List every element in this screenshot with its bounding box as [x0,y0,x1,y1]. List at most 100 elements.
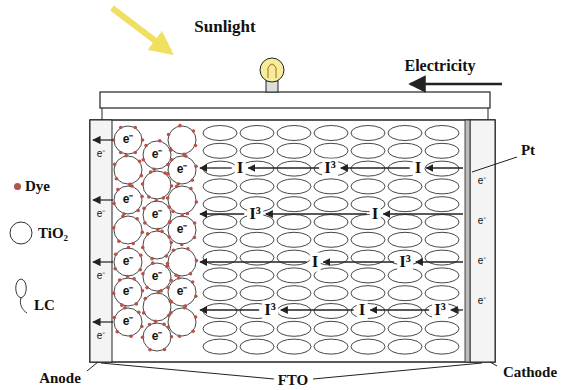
dye-dot [166,172,170,176]
tio2-particle [143,323,171,351]
ion-arrow [281,309,354,310]
electron-label: e⁻ [478,215,487,226]
lc-molecule [388,286,422,301]
leader-line [490,362,497,366]
lc-molecule [203,268,237,283]
dye-dot [177,276,181,280]
dye-dot [167,314,171,318]
ion-arrow [383,213,463,214]
dye-dot [141,246,145,250]
dye-dot [195,200,199,204]
dye-dot [183,306,187,310]
dye-dot [112,291,116,295]
dye-dot [148,348,152,352]
dye-dot [127,246,131,250]
lc-molecule [277,197,311,212]
sunlight-arrow [112,8,170,52]
dye-dot [184,154,188,158]
dye-dot [151,261,155,265]
dye-dot [126,275,130,279]
dye-dot [141,335,145,339]
lc-molecule [351,232,385,247]
lc-molecule [425,321,459,336]
lc-molecule [203,197,237,212]
leader-line [101,363,274,379]
part-name: Anode [39,370,81,387]
dye-dot [121,215,125,219]
ion-arrow [416,261,463,262]
dye-dot [124,154,128,158]
current-arrow [410,83,502,86]
dye-dot [148,323,152,327]
electron-label: e⁻ [123,315,134,328]
lc-molecule [388,215,422,230]
lc-molecule [351,179,385,194]
circuit-bar [100,92,490,108]
dye-dot [114,253,118,257]
dye-dot [115,177,119,181]
lc-molecule [314,232,348,247]
lc-molecule [425,232,459,247]
ion-label: I³ [397,253,413,272]
electron-label: e⁻ [152,330,163,343]
dye-dot [138,268,142,272]
lc-molecule [240,143,274,158]
lc-molecule [351,250,385,265]
dye-dot [194,144,198,148]
dye-dot [162,323,166,327]
tio2-particle [114,248,142,276]
lc-molecule [240,321,274,336]
part-name: Cathode [503,364,557,381]
dye-dot [168,235,172,239]
dye-dot [168,220,172,224]
ion-arrow [200,261,307,262]
tio2-particle [143,231,171,259]
dye-dot [174,273,178,277]
electron-label: e⁻ [97,330,106,341]
dye-dot [166,196,170,200]
lc-molecule [240,339,274,354]
leader-line [313,363,482,379]
leader-line [87,362,98,371]
dye-dot [138,159,142,163]
lc-molecule [351,268,385,283]
ion-label: I [370,205,381,224]
lc-molecule [388,197,422,212]
legend-item: Dye [14,178,50,195]
dye-dot [189,272,193,276]
ion-arrow [248,167,319,168]
dye-dot [136,209,140,213]
ion-arrow [370,309,429,310]
lc-molecule [351,126,385,141]
lc-molecule [388,143,422,158]
lc-molecule [277,215,311,230]
dye-dot [165,254,169,258]
dye-dot [156,228,160,232]
lc-molecule [388,321,422,336]
figure-title: Sunlight [194,18,255,37]
electron-label: e⁻ [152,148,163,161]
lc-molecule [203,250,237,265]
dye-dot [166,286,170,290]
ion-arrow [451,309,463,310]
ion-label: I³ [322,159,338,178]
dye-dot [157,291,161,295]
electron-label: e⁻ [152,208,163,221]
dye-dot [178,334,182,338]
dye-dot [191,330,195,334]
electron-arrow [93,199,113,200]
electron-label: e⁻ [123,285,134,298]
dye-dot [140,195,144,199]
electron-label: e⁻ [97,148,106,159]
dye-dot [175,185,179,189]
dye-dot [116,188,120,192]
lc-molecule [388,126,422,141]
electron-label: e⁻ [97,270,106,281]
dye-dot [194,315,198,319]
dye-dot [167,205,171,209]
tio2-particle [168,308,196,336]
lc-molecule [314,143,348,158]
ion-arrow [200,167,232,168]
lc-molecule [314,304,348,319]
